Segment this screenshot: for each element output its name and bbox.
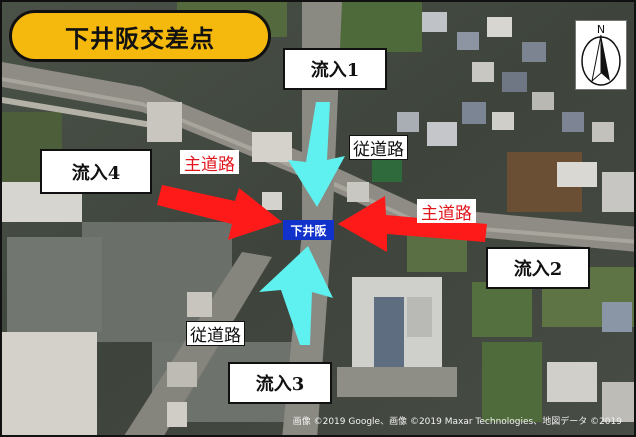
inflow-2-label: 流入2	[486, 247, 590, 289]
map-attribution: 画像 ©2019 Google、画像 ©2019 Maxar Technolog…	[292, 417, 622, 427]
inflow-4-label: 流入4	[40, 149, 152, 194]
secondary-road-label-north: 従道路	[349, 135, 408, 160]
inflow-1-label: 流入1	[283, 48, 387, 90]
main-road-label-west: 主道路	[180, 150, 239, 175]
secondary-road-label-south: 従道路	[186, 321, 245, 346]
main-road-arrow-east	[338, 196, 487, 252]
inflow-3-label: 流入3	[228, 362, 332, 404]
intersection-title: 下井阪交差点	[9, 10, 271, 62]
main-road-label-east: 主道路	[417, 199, 476, 224]
secondary-road-arrow-south	[259, 246, 333, 345]
main-road-arrow-west	[157, 185, 282, 240]
intersection-name-marker: 下井阪	[283, 220, 334, 240]
secondary-road-arrow-north	[288, 102, 345, 207]
compass-north-arrow-icon: N	[575, 20, 627, 90]
compass-north-label: N	[597, 23, 605, 36]
